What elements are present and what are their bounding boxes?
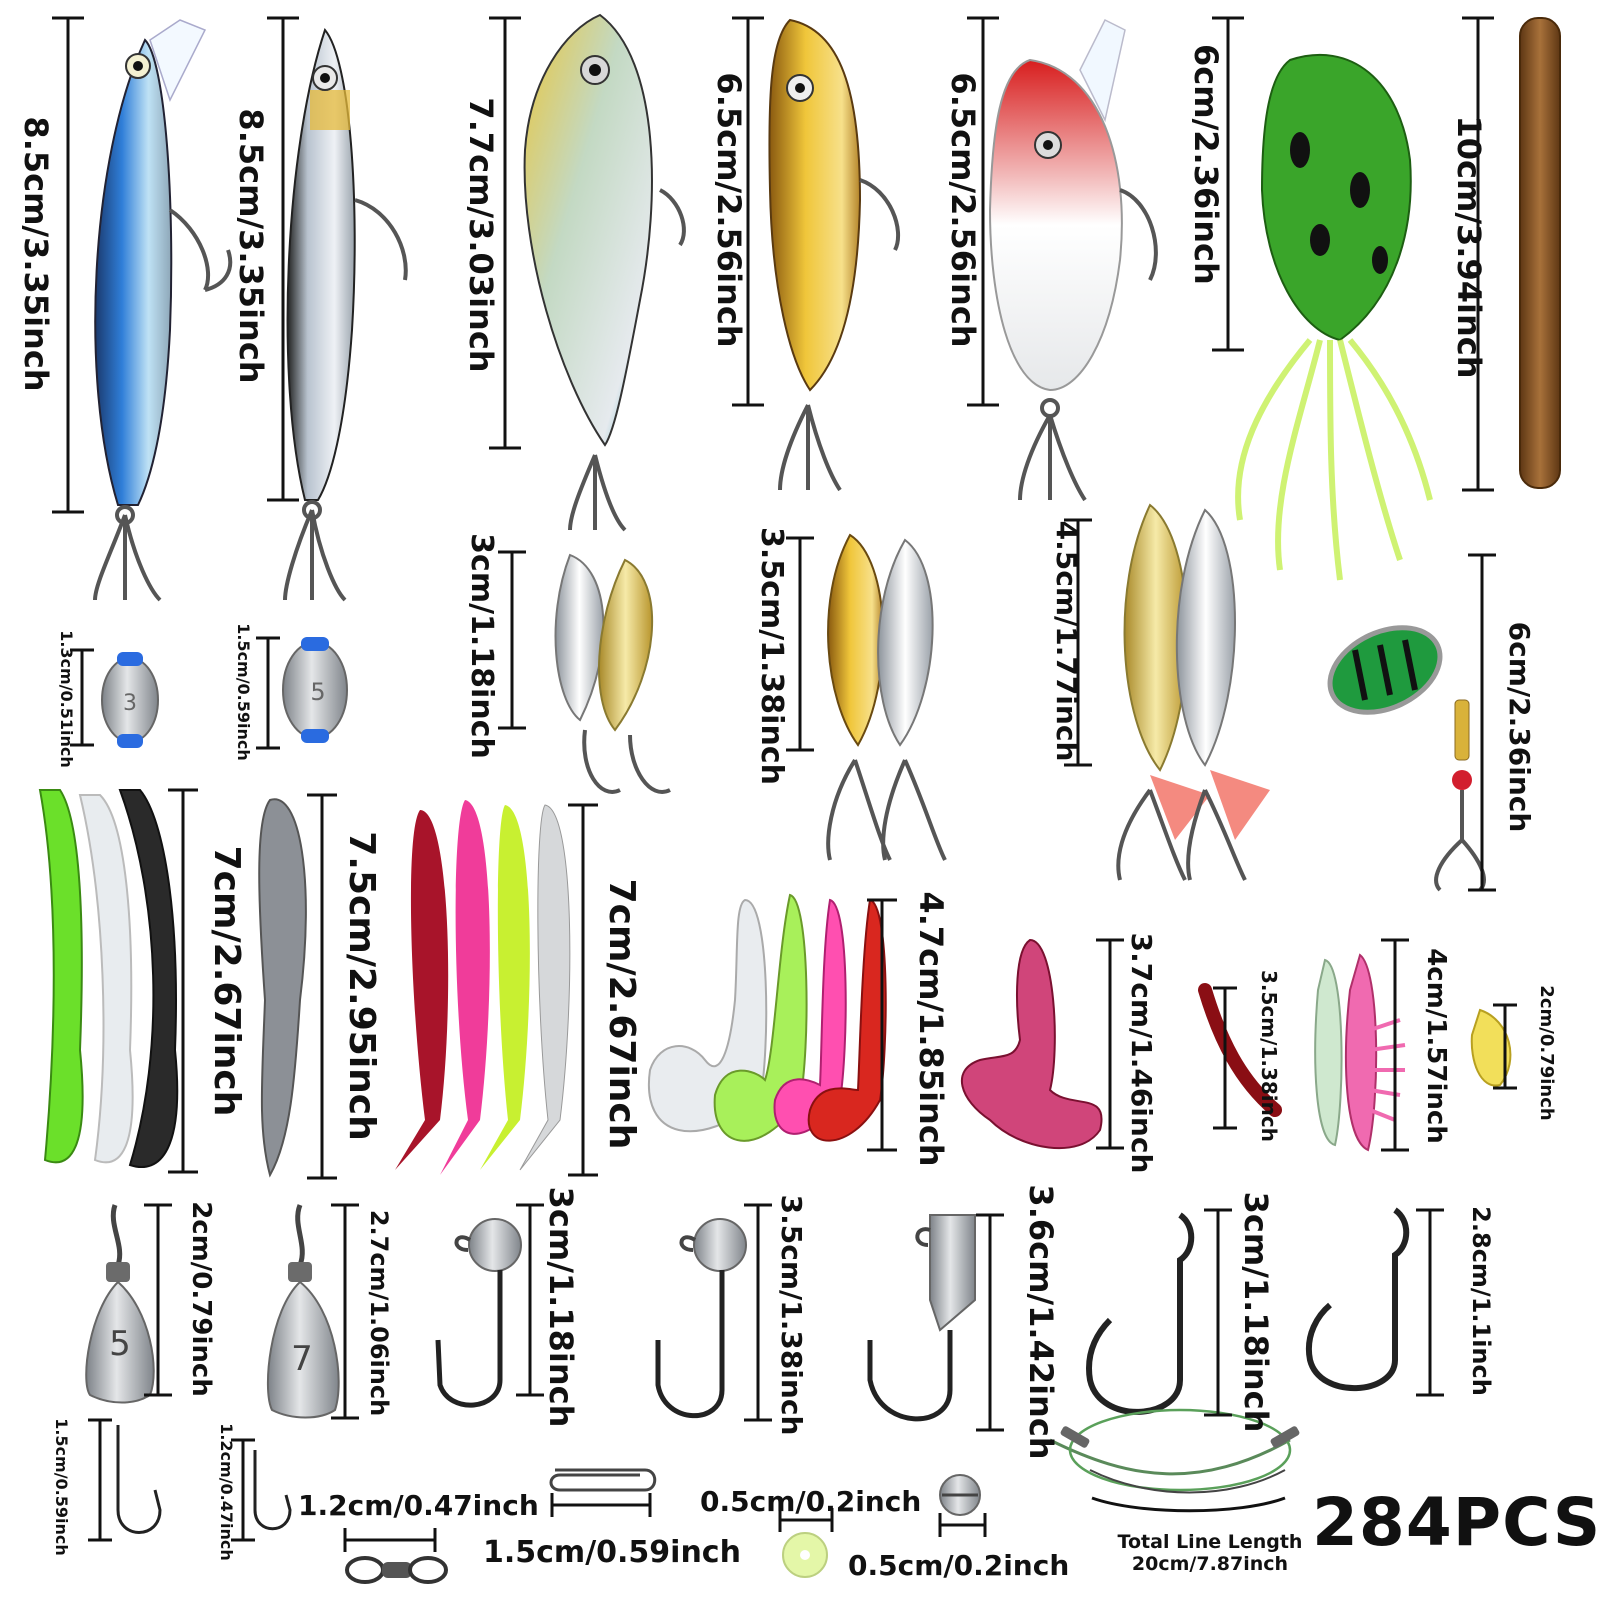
shrimp-baits	[1314, 953, 1406, 1152]
ribbed-paddle-tails	[395, 800, 571, 1175]
bell-sinker-7-mark: 7	[291, 1339, 313, 1379]
bell-sinker-5-mark: 5	[109, 1324, 131, 1364]
label-spoon-small: 3cm/1.18inch	[464, 533, 499, 759]
label-jig-head-c: 3.6cm/1.42inch	[1022, 1184, 1060, 1460]
jig-head-a	[435, 1218, 522, 1408]
olive-sinker-3: 3	[101, 652, 159, 748]
label-jig-head-a: 3cm/1.18inch	[542, 1186, 580, 1428]
line-length-note-title: Total Line Length	[1117, 1531, 1303, 1553]
label-bead: 0.5cm/0.2inch	[700, 1485, 922, 1518]
dimension-lines	[52, 16, 1517, 1552]
label-grub-tail: 4.7cm/1.85inch	[912, 891, 950, 1167]
popper-lure	[768, 18, 901, 492]
glow-bead	[782, 1532, 828, 1578]
label-paddle-tail-a: 7cm/2.67inch	[206, 845, 247, 1117]
label-olive-sinker-3: 1.3cm/0.51inch	[57, 630, 76, 768]
snap-clip	[549, 1468, 657, 1492]
label-swivel: 1.2cm/0.47inch	[298, 1489, 539, 1522]
wire-leader	[1049, 1408, 1300, 1494]
label-olive-sinker-5: 1.5cm/0.59inch	[234, 623, 253, 761]
label-maggot: 2cm/0.79inch	[1536, 985, 1557, 1121]
label-spinner: 6cm/2.36inch	[1503, 621, 1536, 833]
olive-sinker-3-mark: 3	[123, 691, 137, 716]
barrel-swivel	[345, 1556, 448, 1584]
curly-tail-grubs	[647, 893, 887, 1142]
label-stick-worm: 10cm/3.94inch	[1450, 115, 1488, 379]
minnow-lure-blue	[93, 19, 233, 602]
label-bell-sinker-5: 2cm/0.79inch	[186, 1201, 216, 1397]
label-popper: 6.5cm/2.56inch	[710, 72, 748, 348]
line-length-note: Total Line Length 20cm/7.87inch	[1100, 1531, 1320, 1576]
bell-sinker-7: 7	[266, 1204, 340, 1419]
total-pieces: 284PCS	[1312, 1484, 1600, 1561]
spoon-medium-pair	[826, 533, 947, 861]
label-worm-small: 3.5cm/1.38inch	[1257, 970, 1281, 1142]
small-hook-a	[116, 1425, 162, 1534]
spoon-large-pair	[1116, 503, 1270, 881]
label-crankbait: 6.5cm/2.56inch	[944, 72, 982, 348]
small-hook-b	[253, 1450, 292, 1531]
slender-shad	[258, 798, 307, 1178]
olive-sinker-5: 5	[282, 637, 348, 743]
paddle-tail-shads	[38, 789, 179, 1168]
split-shot	[939, 1474, 981, 1516]
line-length-note-value: 20cm/7.87inch	[1131, 1552, 1289, 1575]
olive-sinker-5-mark: 5	[310, 678, 325, 706]
label-shrimp: 4cm/1.57inch	[1421, 948, 1451, 1144]
bell-sinker-5: 5	[85, 1204, 155, 1404]
label-snap: 1.5cm/0.59inch	[483, 1535, 741, 1570]
label-paddle-tail-c: 7cm/2.67inch	[601, 878, 642, 1150]
label-bell-sinker-7: 2.7cm/1.06inch	[365, 1209, 393, 1417]
label-frog: 6cm/2.36inch	[1187, 44, 1225, 285]
jig-head-b	[655, 1218, 747, 1419]
label-paddle-tail-b: 7.5cm/2.95inch	[341, 831, 382, 1141]
stick-worm	[1519, 17, 1561, 489]
label-wide-hook-b: 2.8cm/1.1inch	[1467, 1206, 1495, 1396]
vib-lure	[523, 13, 686, 532]
label-vib-lure: 7.7cm/3.03inch	[462, 97, 500, 373]
label-minnow-blue: 8.5cm/3.35inch	[17, 116, 55, 392]
label-small-hook-a: 1.5cm/0.59inch	[52, 1418, 71, 1556]
wide-gap-hook-b	[1305, 1207, 1410, 1392]
single-curly-grub	[960, 938, 1103, 1150]
jig-head-c	[867, 1214, 976, 1422]
label-grub-single: 3.7cm/1.46inch	[1125, 932, 1158, 1174]
frog-lure	[1235, 54, 1433, 581]
label-spoon-medium: 3.5cm/1.38inch	[754, 527, 789, 785]
spinner-lure	[1327, 625, 1486, 892]
label-wide-hook-a: 3cm/1.18inch	[1237, 1191, 1275, 1433]
spoon-small-pair	[554, 553, 671, 794]
label-small-hook-b: 1.2cm/0.47inch	[217, 1423, 236, 1561]
small-red-worm	[1198, 983, 1282, 1117]
label-jig-head-b: 3.5cm/1.38inch	[775, 1194, 808, 1436]
crankbait-lure	[988, 18, 1158, 502]
label-split-shot: 0.5cm/0.2inch	[848, 1549, 1070, 1582]
minnow-lure-silver	[283, 27, 408, 602]
maggot-bait	[1470, 1008, 1512, 1087]
wide-gap-hook-a	[1086, 1212, 1195, 1415]
label-minnow-silver: 8.5cm/3.35inch	[232, 108, 270, 384]
label-spoon-large: 4.5cm/1.77inch	[1050, 520, 1083, 762]
